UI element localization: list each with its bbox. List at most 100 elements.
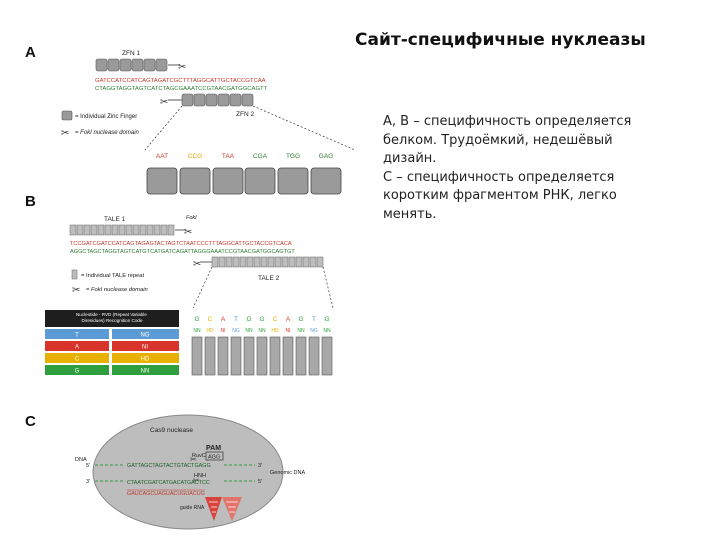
hnh-label: HNH xyxy=(194,473,206,479)
scissors-icon: ✂ xyxy=(178,62,186,73)
tale-repeat-large xyxy=(256,336,268,376)
page-title: Сайт-специфичные нуклеазы xyxy=(355,30,646,50)
zoom-line-right xyxy=(322,266,334,309)
tale-repeat xyxy=(274,256,282,268)
three-prime-right: 3' xyxy=(258,463,262,469)
cas9-label: Cas9 nuclease xyxy=(150,427,193,434)
description-line: С – специфичность определяется xyxy=(383,169,615,185)
tale-repeat xyxy=(97,224,105,236)
zinc-finger xyxy=(217,93,230,107)
scissors-icon: ✂ xyxy=(193,476,200,485)
tale-repeat xyxy=(90,224,98,236)
rvd-label: HD xyxy=(271,328,279,334)
tale-repeat xyxy=(146,224,154,236)
legend-repeat-swatch xyxy=(71,269,78,280)
triplet-label: CGA xyxy=(253,153,268,160)
five-prime-left: 5' xyxy=(86,463,90,469)
zoom-line-right xyxy=(252,105,356,151)
zinc-finger-large xyxy=(310,167,342,195)
tale-repeat xyxy=(160,224,168,236)
zoom-line-left xyxy=(144,105,183,151)
table-row xyxy=(45,329,109,339)
panel-b-letter: B xyxy=(25,193,36,210)
scissors-icon: ✂ xyxy=(190,455,197,464)
pam-label: PAM xyxy=(206,445,221,452)
table-row xyxy=(112,329,179,339)
cas9-seq-bottom: CTAATCGATCATGACATGACTCC xyxy=(127,480,210,486)
panel-b-talen: TALE 1 FokI ✂ TCCGATCGATCCATCAGTAGAGTACT… xyxy=(45,215,334,376)
tale-rvds: NN HD NI NG NN NN HD NI NN NG NN xyxy=(193,328,331,334)
tale-repeat-large xyxy=(321,336,333,376)
tale-repeat xyxy=(288,256,296,268)
triplet-labels: AAT CCG TAA CGA TGG GAG xyxy=(156,153,333,160)
legend-finger-swatch xyxy=(61,110,73,121)
rvd-label: NI xyxy=(286,328,291,334)
tale-repeat-large xyxy=(217,336,229,376)
zfn-seq-bottom: CTAGGTAGGTAGTCATCTAGCGAAATCCGTAACGATGGCA… xyxy=(95,86,268,92)
tale-repeat xyxy=(246,256,254,268)
base-label: A xyxy=(286,316,291,323)
table-row xyxy=(45,365,109,375)
table-row xyxy=(112,365,179,375)
table-row xyxy=(45,341,109,351)
zinc-finger xyxy=(95,58,108,72)
tale-repeat-columns xyxy=(191,336,333,376)
description-line: белком. Трудоёмкий, недешёвый xyxy=(383,132,613,148)
base-label: A xyxy=(221,316,226,323)
zinc-finger xyxy=(131,58,144,72)
guide-rna-sequence: GAUCAGCUAGUACUGUACUG xyxy=(127,491,205,497)
guide-rna-label: guide RNA xyxy=(180,505,205,511)
tale-repeat xyxy=(132,224,140,236)
zfn2-fingers xyxy=(181,93,254,107)
rvd-label: NN xyxy=(193,328,201,334)
tale-repeat xyxy=(316,256,324,268)
guide-rna-hairpin xyxy=(222,497,242,521)
base-label: G xyxy=(324,316,329,323)
tale-repeat xyxy=(260,256,268,268)
tale-repeat xyxy=(104,224,112,236)
triplet-label: TGG xyxy=(286,153,300,160)
table-cell: A xyxy=(75,345,79,351)
legend-zinc-finger: = Individual Zinc Finger xyxy=(75,114,137,120)
cas9-seq-top: GATTAGCTAGTACTGTACTGAGG xyxy=(127,463,211,469)
zinc-finger-large xyxy=(277,167,309,195)
tale-repeat xyxy=(225,256,233,268)
table-cell: C xyxy=(75,357,80,363)
description-line: коротким фрагментом РНК, легко xyxy=(383,188,617,203)
base-label: G xyxy=(246,316,251,323)
tale-seq-bottom: AGGCTAGCTAGGTAGTCATGTCATGATCAGATTAGGGAAA… xyxy=(70,249,295,255)
table-cell: NI xyxy=(142,345,148,351)
tale-repeat xyxy=(267,256,275,268)
tale-repeat-large xyxy=(191,336,203,376)
panel-c-letter: C xyxy=(25,413,36,430)
guide-rna-pairs xyxy=(226,501,238,513)
zinc-finger-large xyxy=(212,167,244,195)
tale-repeat xyxy=(118,224,126,236)
five-prime-right: 5' xyxy=(258,479,262,485)
panel-a-letter: A xyxy=(25,44,36,61)
description-line: менять. xyxy=(383,206,437,222)
tale-repeat-large xyxy=(243,336,255,376)
scissors-icon: ✂ xyxy=(184,227,192,238)
tale-repeat xyxy=(69,224,77,236)
rvd-label: NN xyxy=(258,328,266,334)
tale-repeat xyxy=(167,224,175,236)
panel-a-zfn: ZFN 1 ✂ GATCCATCCATCAGTAGATCGCTTTAGGCATT… xyxy=(61,50,356,195)
base-label: T xyxy=(312,316,316,323)
zfn-seq-top: GATCCATCCATCAGTAGATCGCTTTAGGCATTGCTACCGT… xyxy=(95,78,266,84)
scissors-icon: ✂ xyxy=(61,128,69,139)
tale-seq-top: TCCGATCGATCCATCAGTAGAGTACTAGTCTAATCCCTTT… xyxy=(70,241,292,247)
table-cell: G xyxy=(75,369,80,375)
tale-repeat xyxy=(281,256,289,268)
base-label: C xyxy=(208,316,213,323)
tale-repeat xyxy=(295,256,303,268)
tale-repeat xyxy=(125,224,133,236)
table-row xyxy=(45,353,109,363)
scissors-icon: ✂ xyxy=(160,97,168,108)
guide-rna-hairpin xyxy=(205,497,222,521)
triplet-label: AAT xyxy=(156,153,168,160)
description: А, В – специфичность определяется белком… xyxy=(383,113,683,224)
dna-label: DNA xyxy=(75,457,87,463)
tale-repeat xyxy=(239,256,247,268)
